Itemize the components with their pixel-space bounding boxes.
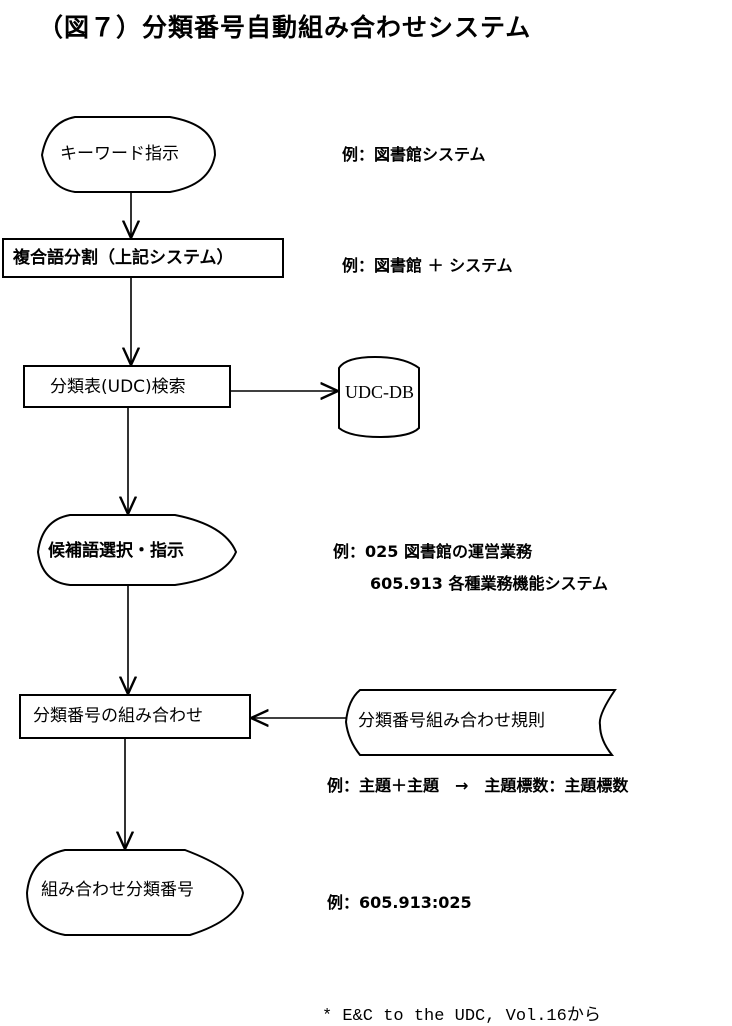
node-split-shape — [2, 238, 284, 278]
node-result-shape — [25, 849, 245, 936]
node-split-label: 複合語分割（上記システム） — [13, 248, 234, 268]
node-candidate-label: 候補語選択・指示 — [48, 541, 184, 561]
example-keyword: 例：図書館システム — [342, 145, 486, 164]
node-udc-db-label: UDC-DB — [345, 382, 415, 402]
node-candidate-shape — [36, 514, 238, 586]
example-rules: 例：主題＋主題 → 主題標数：主題標数 — [327, 776, 629, 795]
node-keyword-shape — [40, 116, 217, 193]
node-keyword-label: キーワード指示 — [60, 144, 179, 164]
example-candidate-line1: 例：025 図書館の運営業務 — [333, 542, 532, 561]
node-rules-shape — [344, 689, 617, 756]
node-result-label: 組み合わせ分類番号 — [41, 880, 194, 900]
example-split: 例：図書館 ＋ システム — [342, 256, 513, 275]
example-candidate-line2: 605.913 各種業務機能システム — [370, 574, 608, 593]
node-rules-label: 分類番号組み合わせ規則 — [358, 711, 545, 731]
example-result: 例：605.913:025 — [327, 893, 472, 912]
node-combine-label: 分類番号の組み合わせ — [33, 706, 203, 726]
source-note: * E&C to the UDC, Vol.16から — [322, 1007, 601, 1026]
node-search-label: 分類表(UDC)検索 — [50, 377, 186, 397]
node-udc-db-shape — [338, 355, 420, 439]
figure-title: （図７）分類番号自動組み合わせシステム — [38, 13, 532, 42]
